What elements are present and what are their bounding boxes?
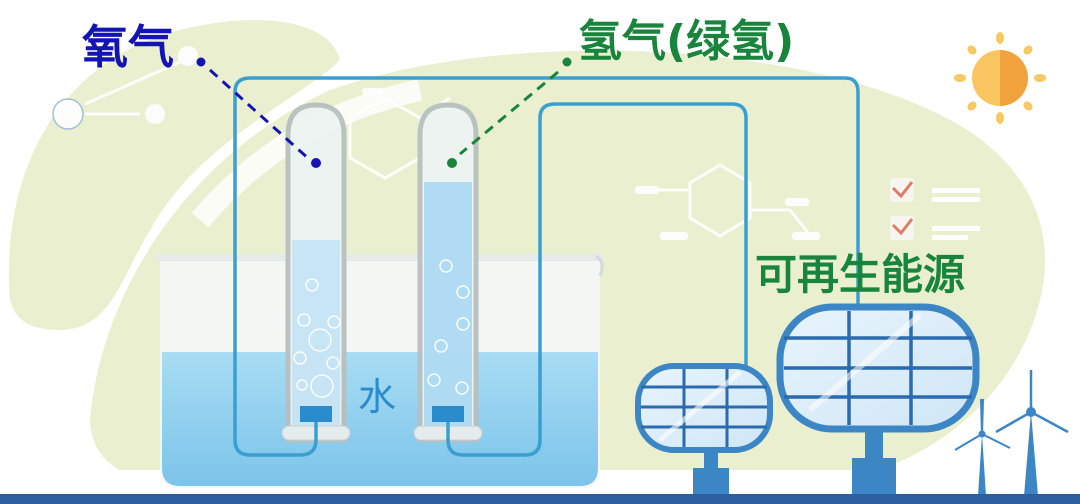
hydrogen-leader-line [447,57,572,168]
wind-turbine-icon [954,370,1069,496]
oxygen-label: 氧气 [82,20,174,74]
sun-icon [954,32,1046,124]
hydrogen-label: 氢气(绿氢) [578,16,795,67]
small-solar-panel [635,363,773,494]
oxygen-leader-line [196,57,321,168]
water-fill [162,352,598,486]
hydrogen-electrode [432,406,464,422]
oxygen-test-tube [281,102,351,443]
oxygen-electrode [300,406,332,422]
checklist-icon [890,178,980,240]
circuit-wires [233,76,860,457]
ground-bar [0,494,1080,504]
beaker [156,254,604,488]
hydrogen-test-tube [413,102,483,443]
renewable-energy-label: 可再生能源 [755,250,966,299]
water-label: 水 [358,375,397,419]
large-solar-panel [776,303,980,498]
